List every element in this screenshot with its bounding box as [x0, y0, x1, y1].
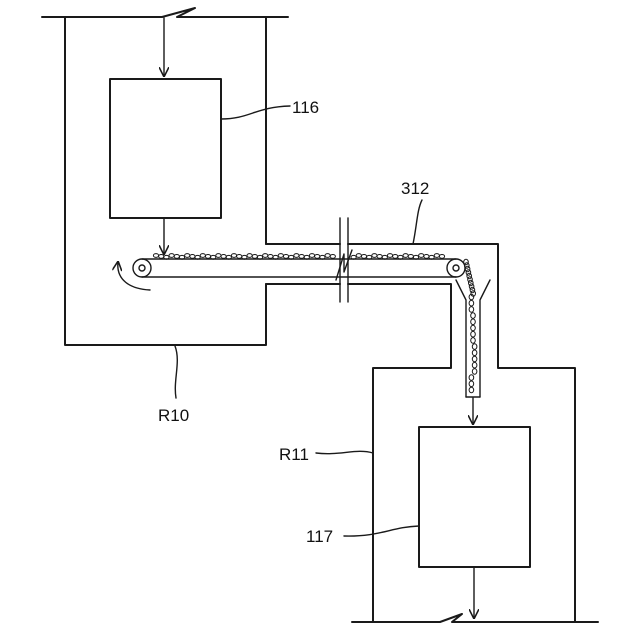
material-grain: [283, 255, 288, 259]
material-grain: [469, 307, 474, 313]
material-grain: [216, 254, 221, 258]
material-grain: [434, 254, 439, 258]
material-grain: [377, 255, 382, 259]
leader-r11: [316, 451, 373, 453]
material-grain: [393, 255, 398, 259]
material-grain: [469, 387, 474, 393]
leader-312: [413, 200, 422, 244]
material-grain: [278, 254, 283, 258]
material-grain: [472, 362, 477, 368]
material-grain: [330, 255, 335, 259]
material-grain: [315, 255, 320, 259]
room-r10-outline: [42, 8, 288, 345]
material-grain: [439, 255, 444, 259]
label-312: 312: [401, 179, 429, 198]
material-grain: [471, 338, 476, 344]
material-grain: [159, 255, 164, 259]
material-grain: [361, 255, 366, 259]
material-grain: [419, 254, 424, 258]
material-grain: [268, 255, 273, 259]
conveyor-belt: [133, 259, 465, 277]
material-grain: [231, 254, 236, 258]
material-grain: [252, 255, 257, 259]
material-grain: [472, 344, 477, 350]
label-116: 116: [292, 98, 319, 117]
material-grain: [472, 350, 477, 356]
label-r10: R10: [158, 406, 189, 425]
material-grain: [471, 331, 476, 337]
material-grain: [294, 254, 299, 258]
material-grain: [471, 313, 476, 319]
material-grain: [200, 254, 205, 258]
material-grain: [403, 254, 408, 258]
material-grain: [299, 255, 304, 259]
material-grain: [372, 254, 377, 258]
material-grain: [356, 254, 361, 258]
leader-r10: [175, 346, 177, 398]
material-grain: [185, 254, 190, 258]
material-grain: [174, 255, 179, 259]
material-grain: [169, 254, 174, 258]
material-grain: [472, 356, 477, 362]
material-grain: [471, 325, 476, 331]
room-r11-bottom: [352, 614, 598, 622]
material-grain: [309, 254, 314, 258]
hopper-117-box: [419, 427, 530, 567]
material-grain: [471, 319, 476, 325]
material-grain: [221, 255, 226, 259]
label-117: 117: [306, 527, 333, 546]
material-grain: [408, 255, 413, 259]
material-grain: [469, 381, 474, 387]
leader-116: [221, 106, 290, 119]
conveyor-duct: [266, 218, 575, 622]
material-grain: [153, 254, 158, 258]
material-grain: [424, 255, 429, 259]
material-grain: [387, 254, 392, 258]
leader-117: [344, 526, 419, 536]
material-grain: [469, 300, 474, 306]
material-grain: [472, 369, 477, 375]
label-r11: R11: [279, 445, 309, 464]
material-grain: [263, 254, 268, 258]
material-grain: [237, 255, 242, 259]
material-grain: [325, 254, 330, 258]
material-grain: [247, 254, 252, 258]
hopper-116-box: [110, 79, 221, 218]
material-grain: [469, 375, 474, 381]
material-grain: [190, 255, 195, 259]
material-grain: [205, 255, 210, 259]
